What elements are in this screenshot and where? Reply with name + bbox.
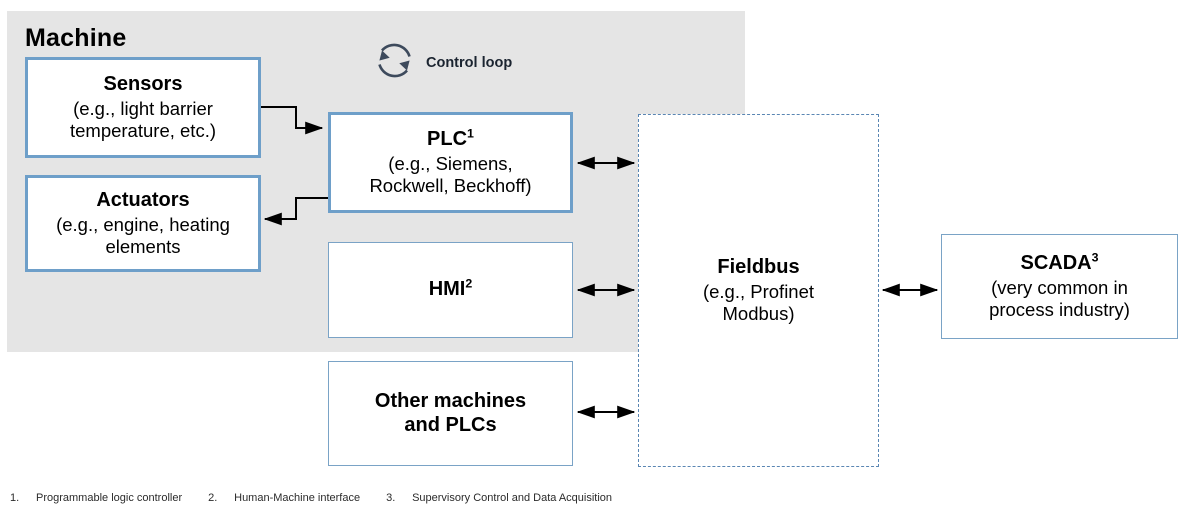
node-plc-title-text: PLC bbox=[427, 128, 468, 151]
node-plc-subtitle-line1: (e.g., Siemens, bbox=[388, 152, 513, 174]
machine-label: Machine bbox=[25, 24, 127, 52]
node-scada[interactable]: SCADA3 (very common in process industry) bbox=[941, 234, 1178, 339]
node-sensors-subtitle-line1: (e.g., light barrier bbox=[73, 97, 213, 119]
footnote-3: 3. Supervisory Control and Data Acquisit… bbox=[386, 492, 638, 504]
control-loop-group: Control loop bbox=[371, 37, 512, 89]
node-fieldbus[interactable]: Fieldbus (e.g., Profinet Modbus) bbox=[638, 114, 879, 467]
node-actuators-subtitle-line1: (e.g., engine, heating bbox=[56, 213, 230, 235]
footnote-1-text: Programmable logic controller bbox=[36, 492, 183, 504]
node-other-machines[interactable]: Other machines and PLCs bbox=[328, 361, 573, 466]
footnote-2-text: Human-Machine interface bbox=[234, 492, 361, 504]
node-scada-title: SCADA3 bbox=[1020, 252, 1098, 276]
node-hmi-title-text: HMI bbox=[428, 278, 466, 301]
node-plc[interactable]: PLC1 (e.g., Siemens, Rockwell, Beckhoff) bbox=[328, 112, 573, 213]
footnote-3-number: 3. bbox=[386, 492, 396, 504]
node-plc-footnote-ref: 1 bbox=[467, 126, 474, 141]
footnotes: 1. Programmable logic controller 2. Huma… bbox=[10, 492, 638, 504]
node-scada-subtitle-line2: process industry) bbox=[989, 298, 1130, 320]
node-actuators[interactable]: Actuators (e.g., engine, heating element… bbox=[25, 175, 261, 272]
circular-refresh-icon bbox=[371, 37, 418, 89]
node-hmi[interactable]: HMI2 bbox=[328, 242, 573, 338]
footnote-3-text: Supervisory Control and Data Acquisition bbox=[412, 492, 613, 504]
node-sensors-subtitle-line2: temperature, etc.) bbox=[69, 119, 216, 141]
node-actuators-subtitle: (e.g., engine, heating elements bbox=[56, 214, 230, 258]
node-fieldbus-subtitle-line1: (e.g., Profinet bbox=[702, 280, 815, 302]
node-scada-subtitle-line1: (very common in bbox=[991, 276, 1128, 298]
node-other-machines-title-line2: and PLCs bbox=[404, 413, 497, 436]
footnote-2: 2. Human-Machine interface bbox=[208, 492, 386, 504]
node-plc-subtitle-line2: Rockwell, Beckhoff) bbox=[369, 174, 532, 196]
footnote-2-number: 2. bbox=[208, 492, 218, 504]
node-plc-title: PLC1 bbox=[427, 128, 474, 152]
node-actuators-subtitle-line2: elements bbox=[105, 235, 181, 257]
node-fieldbus-subtitle: (e.g., Profinet Modbus) bbox=[703, 281, 814, 325]
node-scada-title-text: SCADA bbox=[1020, 252, 1092, 275]
control-loop-label: Control loop bbox=[426, 55, 513, 71]
node-actuators-title: Actuators bbox=[96, 189, 190, 212]
node-plc-subtitle: (e.g., Siemens, Rockwell, Beckhoff) bbox=[369, 153, 531, 197]
node-sensors-title: Sensors bbox=[103, 73, 183, 96]
node-hmi-footnote-ref: 2 bbox=[465, 276, 473, 291]
node-scada-footnote-ref: 3 bbox=[1091, 250, 1099, 265]
node-sensors[interactable]: Sensors (e.g., light barrier temperature… bbox=[25, 57, 261, 158]
node-sensors-subtitle: (e.g., light barrier temperature, etc.) bbox=[70, 98, 216, 142]
node-fieldbus-subtitle-line2: Modbus) bbox=[722, 302, 795, 324]
footnote-1-number: 1. bbox=[10, 492, 20, 504]
footnote-1: 1. Programmable logic controller bbox=[10, 492, 208, 504]
node-hmi-title: HMI2 bbox=[428, 276, 473, 302]
node-fieldbus-title: Fieldbus bbox=[717, 256, 800, 279]
node-scada-subtitle: (very common in process industry) bbox=[989, 277, 1130, 321]
node-other-machines-title-line1: Other machines bbox=[374, 389, 527, 412]
